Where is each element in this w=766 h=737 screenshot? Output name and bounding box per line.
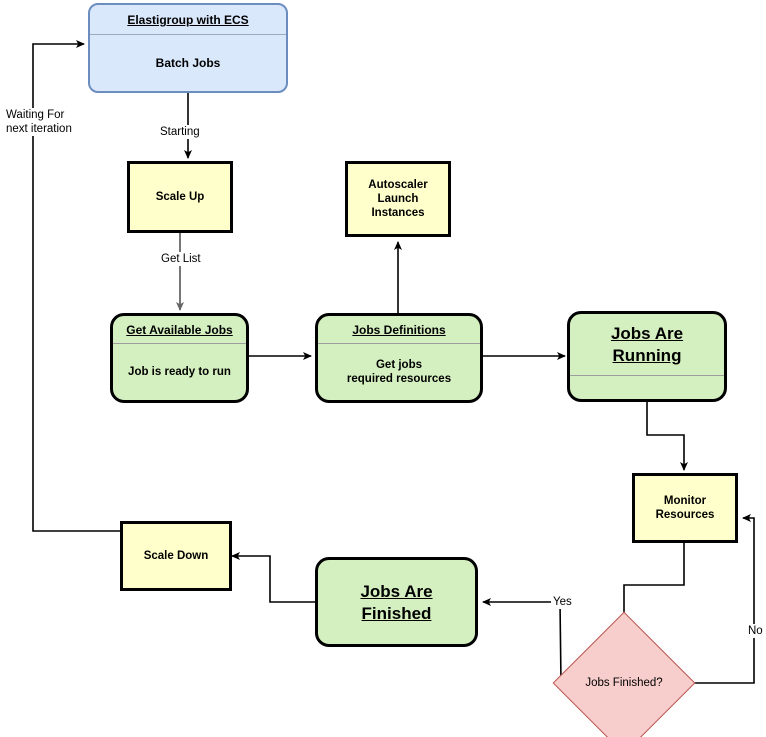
node-jobs-finished-decision[interactable]: Jobs Finished? (552, 611, 696, 737)
node-scale-down-label: Scale Down (143, 550, 209, 562)
node-jobs-are-running[interactable]: Jobs Are Running (567, 311, 727, 402)
node-jobs-are-running-header: Jobs Are Running (610, 324, 684, 365)
edge-label-get-list: Get List (159, 252, 203, 266)
node-elastigroup-with-ecs[interactable]: Elastigroup with ECS Batch Jobs (88, 3, 288, 93)
node-get-available-jobs[interactable]: Get Available Jobs Job is ready to run (110, 313, 249, 403)
node-jobs-are-finished[interactable]: Jobs Are Finished (315, 557, 478, 647)
edge-label-yes: Yes (551, 595, 574, 609)
diamond-shape (552, 611, 696, 737)
node-jobs-definitions-header: Jobs Definitions (352, 323, 446, 337)
node-jobs-definitions-divider (318, 343, 480, 344)
node-scale-up-label: Scale Up (155, 191, 205, 203)
node-autoscaler-launch-instances[interactable]: Autoscaler Launch Instances (345, 161, 451, 237)
edge-label-starting: Starting (158, 125, 202, 139)
node-get-available-jobs-divider (113, 343, 246, 344)
node-autoscaler-label: Autoscaler Launch Instances (368, 179, 428, 219)
node-get-available-jobs-body: Job is ready to run (128, 366, 231, 378)
node-jobs-definitions[interactable]: Jobs Definitions Get jobs required resou… (315, 313, 483, 403)
edge-label-no: No (746, 624, 765, 638)
node-scale-up[interactable]: Scale Up (127, 161, 233, 233)
edge-jobs-are-running-to-monitor-resources (646, 402, 688, 471)
node-elastigroup-header: Elastigroup with ECS (127, 13, 249, 27)
node-monitor-resources-label: Monitor Resources (655, 495, 715, 521)
edge-decision-yes-to-jobs-are-finished (482, 598, 562, 684)
node-jobs-are-finished-header: Jobs Are Finished (360, 581, 433, 623)
node-jobs-definitions-body: Get jobs required resources (346, 359, 452, 385)
edge-label-waiting-for-next-iteration: Waiting For next iteration (4, 108, 74, 136)
node-jobs-are-running-divider (570, 375, 724, 376)
node-scale-down[interactable]: Scale Down (120, 521, 232, 591)
node-jobs-are-running-body (570, 376, 724, 399)
node-elastigroup-divider (90, 34, 286, 35)
edge-jobs-are-finished-to-scale-down (231, 552, 315, 603)
node-elastigroup-body: Batch Jobs (155, 56, 221, 70)
node-jobs-finished-decision-label: Jobs Finished? (585, 677, 663, 689)
node-monitor-resources[interactable]: Monitor Resources (632, 473, 738, 543)
node-get-available-jobs-header: Get Available Jobs (126, 323, 233, 337)
